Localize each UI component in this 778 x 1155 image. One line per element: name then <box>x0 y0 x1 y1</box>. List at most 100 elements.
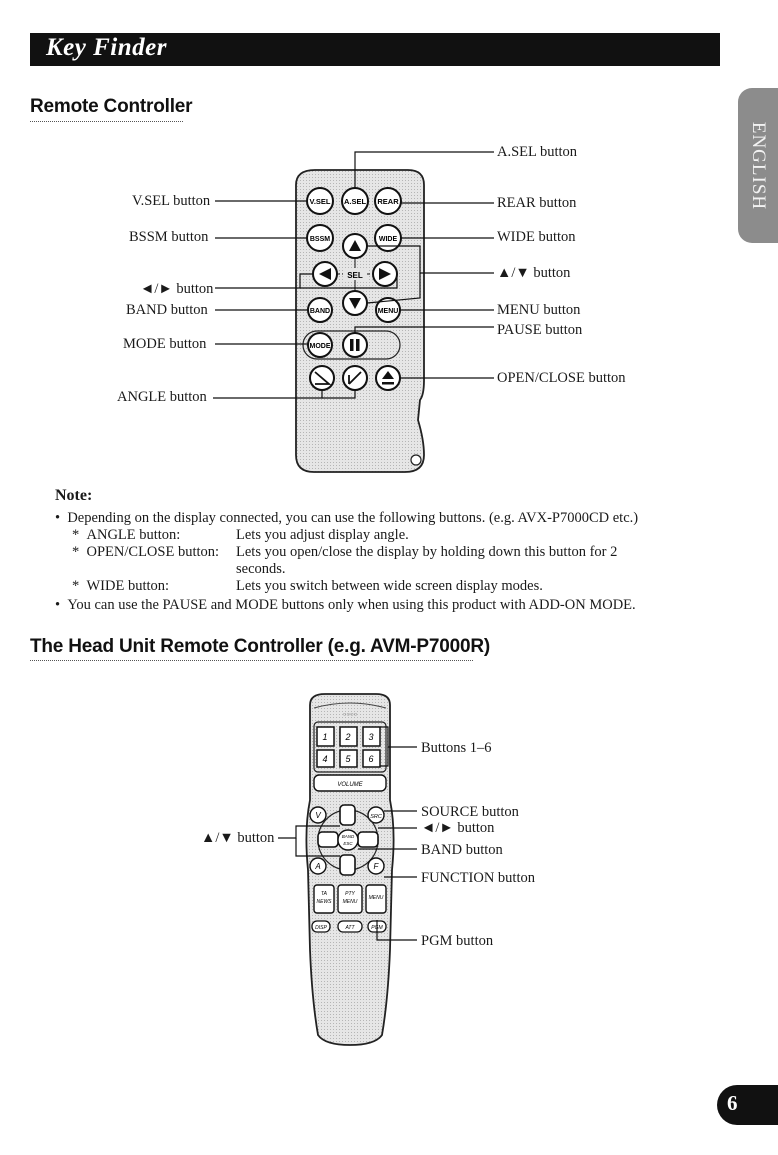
language-tab: ENGLISH <box>738 88 778 243</box>
key-6: 6 <box>362 749 381 768</box>
svg-text:TA: TA <box>321 891 328 897</box>
a-key: A <box>309 857 327 875</box>
svg-text:REAR: REAR <box>377 197 399 206</box>
svg-text:V.SEL: V.SEL <box>310 197 331 206</box>
rear-key: REAR <box>374 187 402 215</box>
svg-text:6: 6 <box>368 754 373 764</box>
svg-text:VOLUME: VOLUME <box>337 782 363 788</box>
key-2: 2 <box>339 726 358 747</box>
vsel-key: V.SEL <box>306 187 334 215</box>
section-title-head-unit-remote: The Head Unit Remote Controller (e.g. AV… <box>30 636 490 657</box>
menu-key-2: MENU <box>365 884 387 914</box>
svg-text:ESC: ESC <box>343 841 353 846</box>
label-mode: MODE button <box>123 336 207 352</box>
band-esc-key: BAND ESC <box>337 829 359 851</box>
right-key-2 <box>357 831 379 848</box>
note-bullet-1: • Depending on the display connected, yo… <box>55 510 639 526</box>
label-pause: PAUSE button <box>497 322 583 338</box>
svg-text:5: 5 <box>345 754 351 764</box>
label-band: BAND button <box>126 302 208 318</box>
key-4: 4 <box>316 749 335 768</box>
ta-news-key: TA NEWS <box>313 884 335 914</box>
note-title: Note: <box>55 487 93 504</box>
volume-key: VOLUME <box>313 774 387 792</box>
svg-text:SRC: SRC <box>370 814 382 820</box>
svg-text:2: 2 <box>344 732 350 742</box>
disp-key: DISP <box>311 920 331 933</box>
label-leftright-2: ◄/► button <box>421 820 495 836</box>
svg-text:4: 4 <box>322 754 327 764</box>
section-title-remote-controller: Remote Controller <box>30 96 193 117</box>
note-item-openclose: * OPEN/CLOSE button: <box>72 544 220 560</box>
att-key: ATT <box>337 920 363 933</box>
down-key-2 <box>339 854 356 876</box>
band-key: BAND <box>307 297 333 323</box>
label-buttons-1-6: Buttons 1–6 <box>421 740 492 756</box>
sel-key-label: SEL <box>347 271 363 280</box>
f-key: F <box>367 857 385 875</box>
note-bullet-2: • You can use the PAUSE and MODE buttons… <box>55 597 636 613</box>
mode-key: MODE <box>307 332 333 358</box>
v-key: V <box>309 806 327 824</box>
openclose-key <box>375 365 401 391</box>
svg-text:MENU: MENU <box>369 895 384 901</box>
svg-text:DISP: DISP <box>315 925 327 931</box>
page-number: 6 <box>727 1091 738 1115</box>
up-key-2 <box>339 804 356 826</box>
label-asel: A.SEL button <box>497 144 578 160</box>
svg-text:NEWS: NEWS <box>317 899 333 905</box>
indicator-dots: ○○○○ <box>343 712 358 718</box>
label-pgm: PGM button <box>421 933 494 949</box>
label-wide: WIDE button <box>497 229 576 245</box>
svg-text:WIDE: WIDE <box>379 236 398 243</box>
key-1: 1 <box>316 726 335 747</box>
svg-text:V: V <box>315 811 321 820</box>
svg-text:BAND: BAND <box>342 834 355 839</box>
label-bssm: BSSM button <box>129 229 209 245</box>
label-function: FUNCTION button <box>421 870 535 886</box>
note-item-angle-desc: Lets you adjust display angle. <box>236 527 409 543</box>
svg-text:ATT: ATT <box>344 925 355 931</box>
label-leftright: ◄/► button <box>140 281 214 297</box>
label-menu: MENU button <box>497 302 581 318</box>
pty-menu-key: PTY MENU <box>337 884 363 914</box>
strap-hole-icon <box>410 454 422 466</box>
label-vsel: V.SEL button <box>132 193 211 209</box>
svg-text:MENU: MENU <box>378 308 399 315</box>
note-item-angle: * ANGLE button: <box>72 527 181 543</box>
label-source: SOURCE button <box>421 804 519 820</box>
left-key-2 <box>317 831 339 848</box>
note-item-wide-desc: Lets you switch between wide screen disp… <box>236 578 543 594</box>
section-underline <box>30 121 183 122</box>
label-angle: ANGLE button <box>117 389 207 405</box>
label-updown-2: ▲/▼ button <box>201 830 275 846</box>
svg-text:F: F <box>374 862 380 871</box>
svg-text:BAND: BAND <box>310 308 330 315</box>
key-3: 3 <box>362 726 381 747</box>
pause-key <box>342 332 368 358</box>
label-rear: REAR button <box>497 195 577 211</box>
key-5: 5 <box>339 749 358 768</box>
svg-text:MENU: MENU <box>343 899 358 905</box>
svg-text:MODE: MODE <box>310 343 331 350</box>
angle-up-key <box>342 365 368 391</box>
svg-text:3: 3 <box>368 732 373 742</box>
page-title: Key Finder <box>46 34 167 61</box>
svg-text:PTY: PTY <box>345 891 355 897</box>
note-item-wide: * WIDE button: <box>72 578 170 594</box>
svg-text:A: A <box>314 862 320 871</box>
section2-underline <box>30 660 473 661</box>
svg-text:BSSM: BSSM <box>310 236 330 243</box>
note-item-openclose-desc2: seconds. <box>236 561 286 577</box>
label-band-2: BAND button <box>421 842 503 858</box>
header-banner: Key Finder <box>30 33 720 66</box>
src-key: SRC <box>367 806 385 824</box>
label-openclose: OPEN/CLOSE button <box>497 370 626 386</box>
svg-text:1: 1 <box>322 732 327 742</box>
label-updown: ▲/▼ button <box>497 265 571 281</box>
svg-text:A.SEL: A.SEL <box>344 197 367 206</box>
note-item-openclose-desc: Lets you open/close the display by holdi… <box>236 544 618 560</box>
page-number-badge: 6 <box>717 1085 778 1125</box>
